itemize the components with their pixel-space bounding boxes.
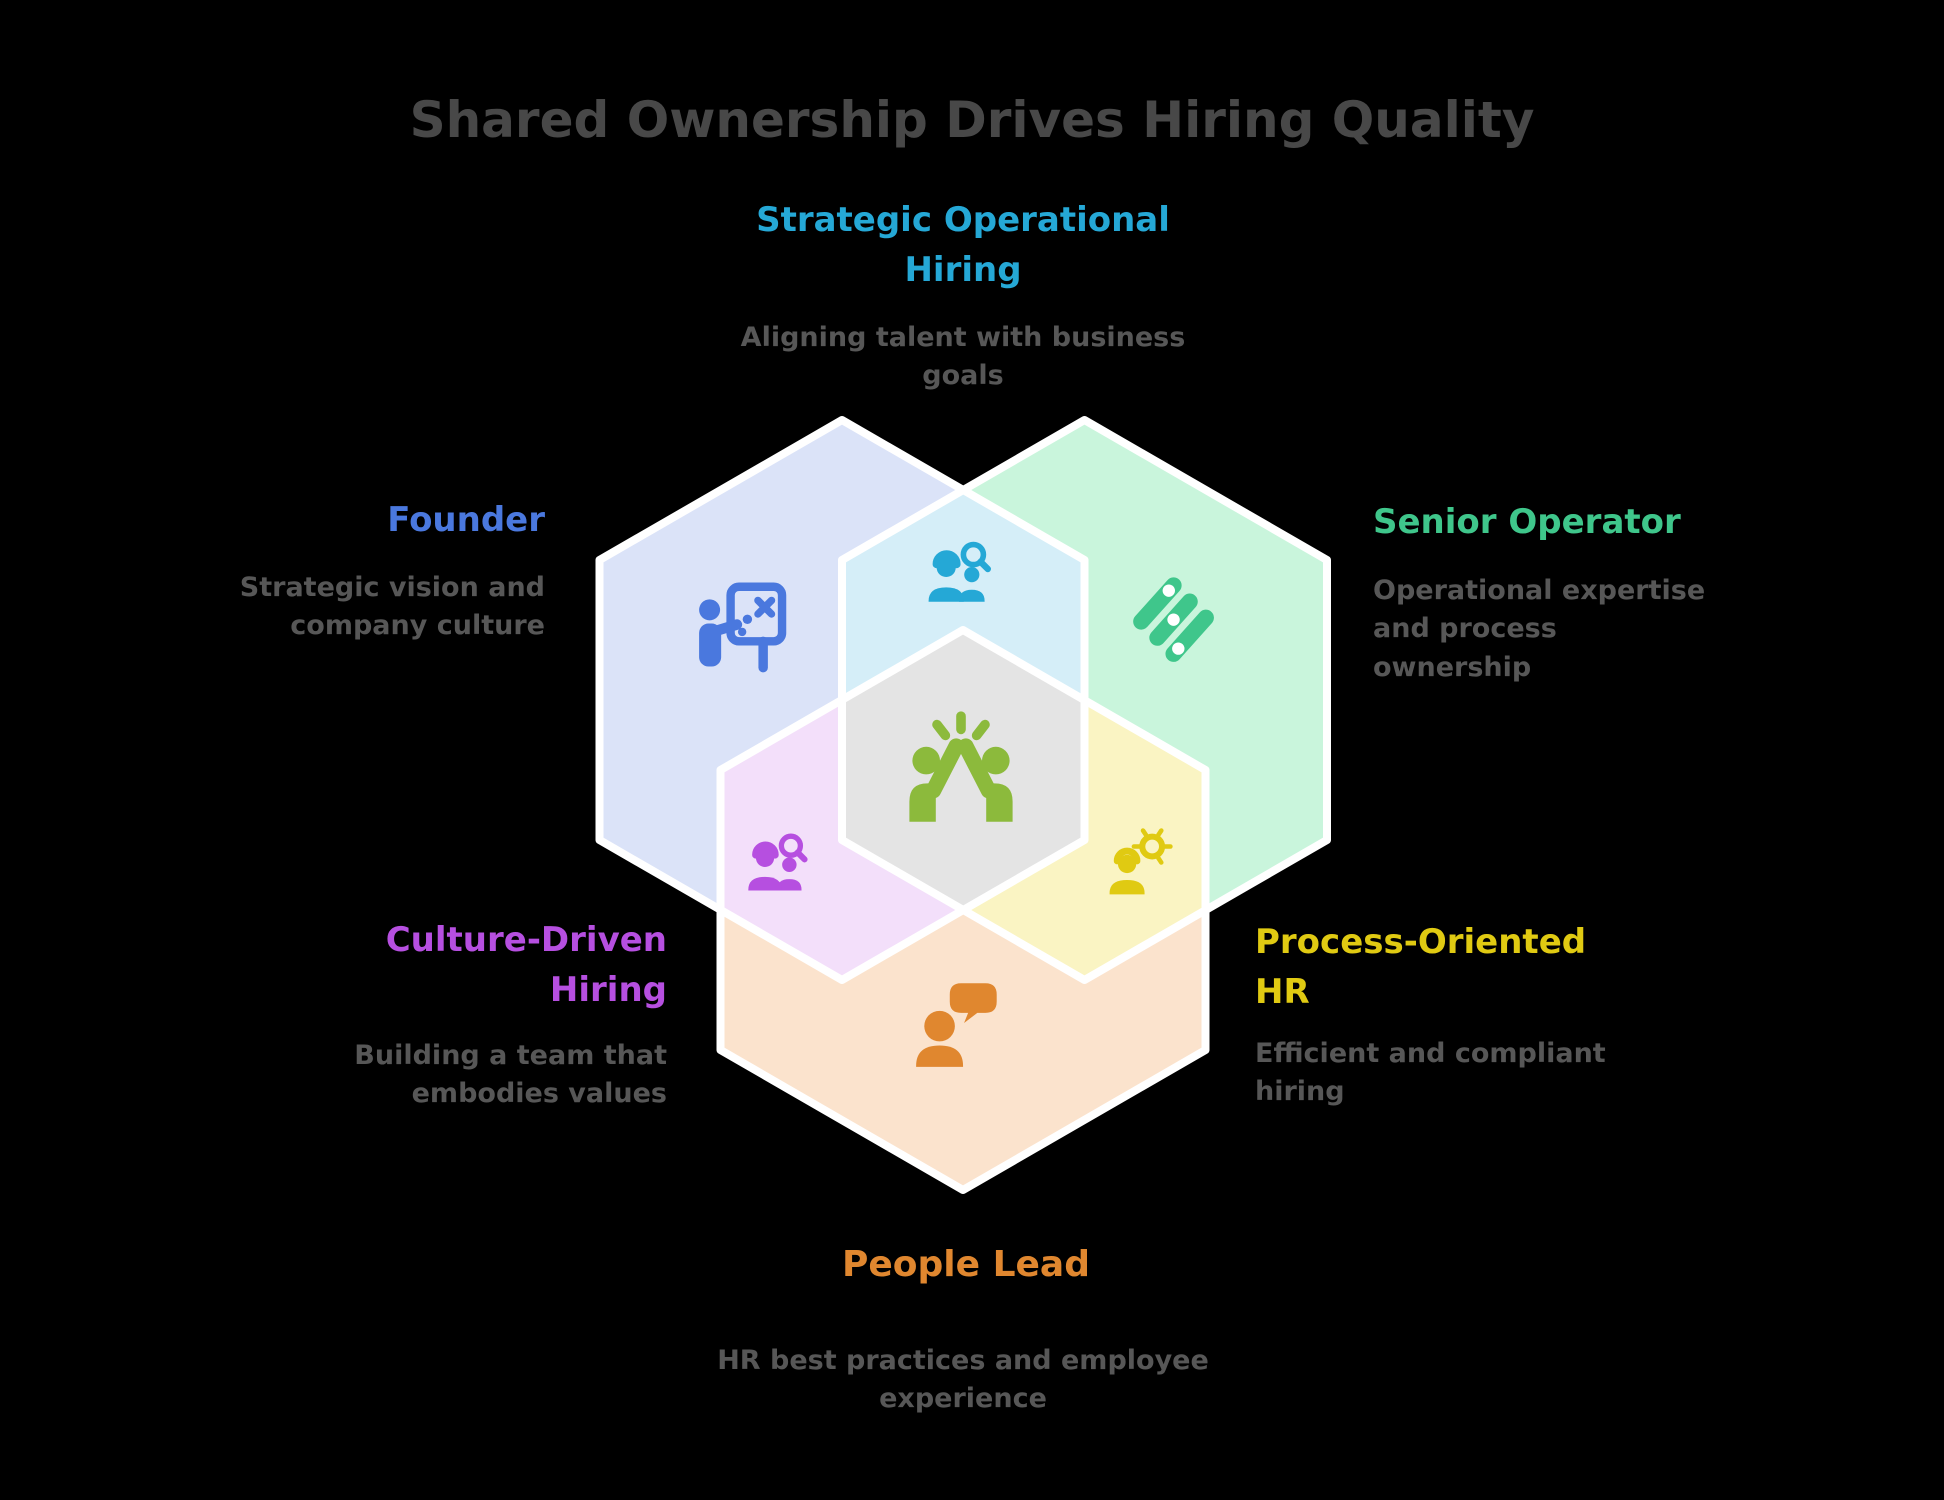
hexagon-outlines bbox=[595, 416, 1331, 1194]
person-gear-icon bbox=[1109, 828, 1173, 895]
process-oriented-hr-description: Efficient and compliant hiring bbox=[1255, 1038, 1606, 1108]
culture-driven-hiring-label: Culture-Driven Hiring bbox=[385, 920, 667, 1010]
people-lead-label: People Lead bbox=[841, 1244, 1090, 1285]
process-oriented-hr-label: Process-Oriented HR bbox=[1255, 922, 1587, 1012]
founder-description: Strategic vision and company culture bbox=[239, 572, 545, 642]
strategy-board-icon bbox=[699, 582, 787, 673]
culture-driven-hiring-description: Building a team that embodies values bbox=[354, 1040, 667, 1110]
founder-label: Founder bbox=[387, 500, 545, 540]
senior-operator-label: Senior Operator bbox=[1373, 502, 1681, 542]
senior-operator-description: Operational expertise and process owners… bbox=[1373, 575, 1706, 683]
center-overlap-region bbox=[842, 630, 1085, 910]
person-speech-icon bbox=[916, 983, 997, 1067]
process-sliders-icon bbox=[1133, 577, 1214, 662]
strategic-hiring-description: Aligning talent with business goals bbox=[740, 322, 1186, 392]
people-lead-description: HR best practices and employee experienc… bbox=[717, 1345, 1209, 1415]
strategic-hiring-label: Strategic Operational Hiring bbox=[756, 200, 1170, 290]
high-five-icon bbox=[909, 711, 1013, 822]
page-title: Shared Ownership Drives Hiring Quality bbox=[409, 91, 1535, 149]
